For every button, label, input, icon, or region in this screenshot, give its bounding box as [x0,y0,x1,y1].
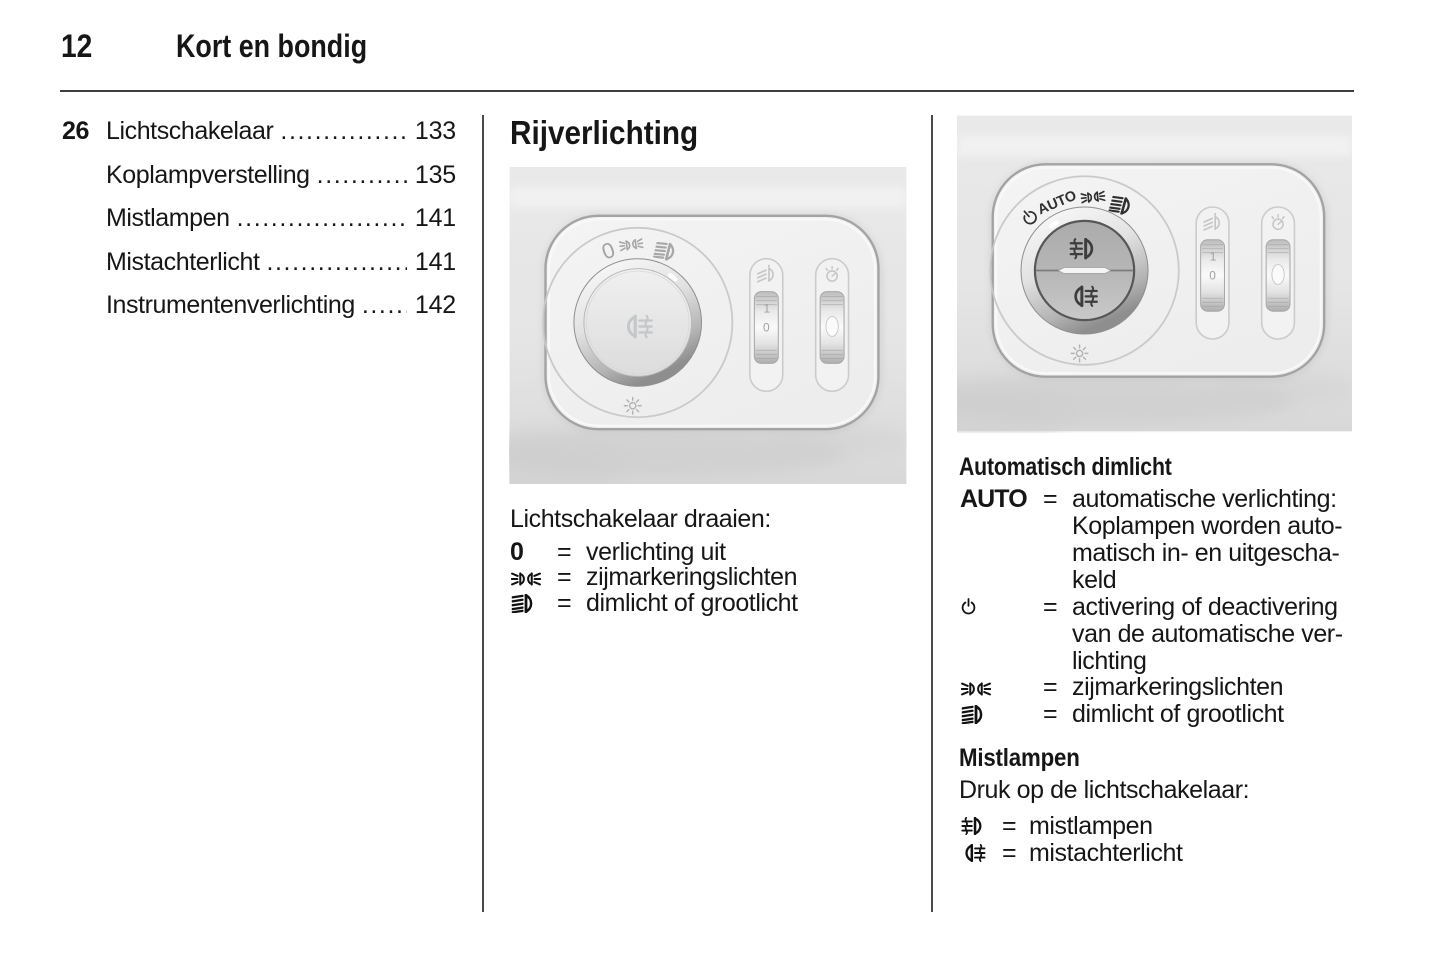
equals-sign: = [557,537,572,566]
knob-grip [1057,267,1112,274]
toc-row[interactable]: Koplampverstelling .....................… [62,162,456,188]
symbol-zero: 0 [510,537,524,566]
legend-desc: activering of deactivering van de automa… [1072,592,1343,675]
toc-label[interactable]: Lichtschakelaar [106,116,274,145]
toc-label[interactable]: Instrumentenverlichting [106,291,355,320]
page-number: 12 [61,27,93,64]
equals-sign: = [1043,485,1058,514]
front-fog-light-icon [961,817,988,835]
toc-dot-leader: ........................................… [280,117,407,144]
equals-sign: = [557,562,572,591]
equals-sign: = [1043,699,1058,728]
dipped-main-beam-icon [961,705,991,724]
toc-dot-leader: ........................................… [361,292,407,319]
toc-row[interactable]: Mistachterlicht ........................… [62,249,456,275]
knob-pointer-notch [667,272,678,282]
side-marker-lights-icon [961,681,991,697]
equals-sign: = [1043,673,1058,702]
legend-desc: verlichting uit [586,537,726,566]
toc-label[interactable]: Koplampverstelling [106,160,310,189]
toc-label[interactable]: Mistachterlicht [106,247,260,276]
section-heading: Rijverlichting [510,114,699,152]
knob-pointer-notch [1048,220,1059,229]
subheading-automatisch-dimlicht: Automatisch dimlicht [959,453,1172,481]
toc-page-number[interactable]: 135 [414,160,456,189]
light-switch-illustration: 0 [509,167,907,484]
toc-page-number[interactable]: 141 [414,204,456,232]
dipped-main-beam-icon [511,594,541,613]
legend-desc: automatische verlichting: Koplampen word… [1072,485,1343,595]
toc-page-number[interactable]: 141 [414,247,456,276]
column-separator-right [931,115,933,912]
toc-row[interactable]: Instrumentenverlichting ................… [62,292,456,318]
chapter-title: Kort en bondig [176,27,368,64]
auto-light-switch-illustration: AUTO [957,114,1352,433]
toc-row[interactable]: 26 Lichtschakelaar .....................… [62,118,456,144]
toc-chapter-number: 26 [62,116,89,145]
header-rule [60,89,1354,92]
mistlampen-intro: Druk op de lichtschakelaar: [959,775,1250,804]
toc-page-number[interactable]: 142 [414,291,456,320]
symbol-auto: AUTO [960,485,1028,514]
toc-dot-leader: ........................................… [316,161,407,188]
power-icon [961,598,976,615]
middle-intro: Lichtschakelaar draaien: [510,505,771,534]
legend-desc: dimlicht of grootlicht [586,588,798,617]
equals-sign: = [1043,592,1058,621]
toc-label[interactable]: Mistlampen [106,204,230,232]
column-separator-left [482,115,484,912]
legend-desc: mistlampen [1029,812,1153,841]
toc-row[interactable]: Mistlampen .............................… [62,205,456,231]
side-marker-lights-icon [511,571,541,587]
equals-sign: = [1002,839,1017,868]
legend-desc: zijmarkeringslichten [1072,673,1284,702]
subheading-mistlampen: Mistlampen [959,744,1080,772]
toc-dot-leader: ........................................… [236,205,407,231]
equals-sign: = [1002,812,1017,841]
legend-desc: zijmarkeringslichten [586,562,798,591]
rear-fog-light-icon [961,844,988,862]
legend-desc: mistachterlicht [1029,839,1183,868]
toc-dot-leader: ........................................… [266,248,407,275]
toc-page-number[interactable]: 133 [414,116,456,145]
legend-desc: dimlicht of grootlicht [1072,699,1284,728]
equals-sign: = [557,588,572,617]
